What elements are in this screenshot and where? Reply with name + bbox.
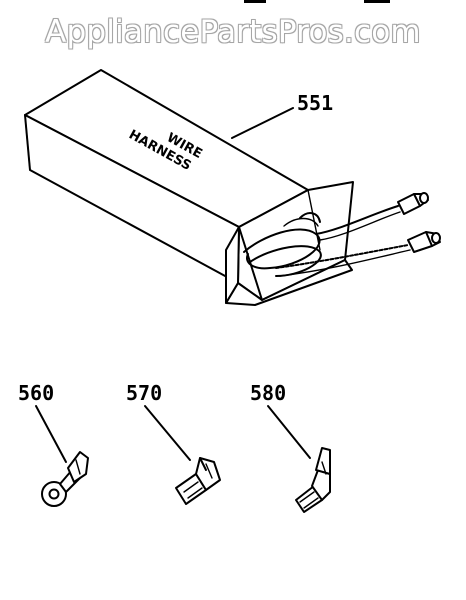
top-edge-marks [244, 0, 390, 3]
upper-wire-connector-icon [397, 192, 429, 215]
callout-580: 580 [250, 381, 286, 405]
leader-line-570 [144, 405, 191, 461]
spade-terminal-icon [295, 447, 331, 513]
lower-wire-connector-icon [407, 231, 441, 253]
leader-line-580 [267, 405, 311, 459]
callout-560: 560 [18, 381, 54, 405]
wire-harness-box-icon: WIRE HARNESS [24, 69, 441, 306]
leader-line-560 [35, 405, 67, 463]
watermark-text: AppliancePartsPros.com [45, 14, 421, 50]
leader-line-551 [231, 107, 294, 139]
callout-570: 570 [126, 381, 162, 405]
flag-terminal-icon [175, 457, 221, 505]
ring-terminal-icon [41, 451, 89, 507]
callout-551: 551 [297, 91, 333, 115]
